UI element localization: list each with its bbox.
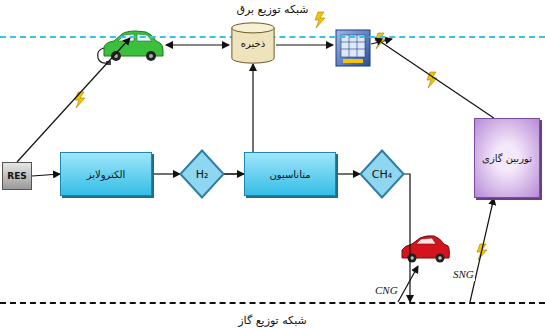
- process-box: متاناسیون: [244, 152, 336, 196]
- node-text: شبکه توزیع برق: [236, 2, 308, 18]
- flow-arrow: [404, 174, 410, 302]
- product-diamond: H₂: [180, 150, 224, 198]
- product-diamond: CH₄: [360, 150, 404, 198]
- lightning-symbol: [75, 12, 487, 260]
- flow-arrow: [398, 266, 418, 302]
- node-text: توربین گازی: [482, 153, 532, 164]
- flow-arrow: [17, 38, 130, 162]
- grid-band: شبکه توزیع گاز: [0, 302, 545, 329]
- node-text: ذخیره: [241, 38, 265, 49]
- node-text: RES: [7, 171, 27, 181]
- cng-car: [402, 236, 449, 263]
- node-text: الکترولایز: [87, 169, 126, 180]
- flow-arrow: [375, 38, 494, 118]
- source-box: RES: [2, 162, 32, 190]
- flow-label: CNG: [374, 284, 399, 297]
- edge-label: SNG: [452, 268, 475, 281]
- turbine-box: توربین گازی: [474, 118, 540, 198]
- flow-arrow: [336, 173, 360, 174]
- node-text: متاناسیون: [269, 169, 310, 180]
- flow-arrow: [152, 173, 180, 174]
- process-box: الکترولایز: [60, 152, 152, 196]
- flow-arrow: [166, 44, 229, 45]
- node-text: CH₄: [372, 168, 392, 181]
- fuel-cell-icon: [336, 30, 370, 66]
- storage-cylinder: ذخیره: [231, 22, 275, 64]
- flow-arrow: [32, 174, 60, 176]
- node-text: شبکه توزیع گاز: [238, 313, 306, 329]
- node-text: H₂: [196, 168, 209, 181]
- flow-arrow: [276, 44, 333, 45]
- flow-arrow: [470, 198, 494, 302]
